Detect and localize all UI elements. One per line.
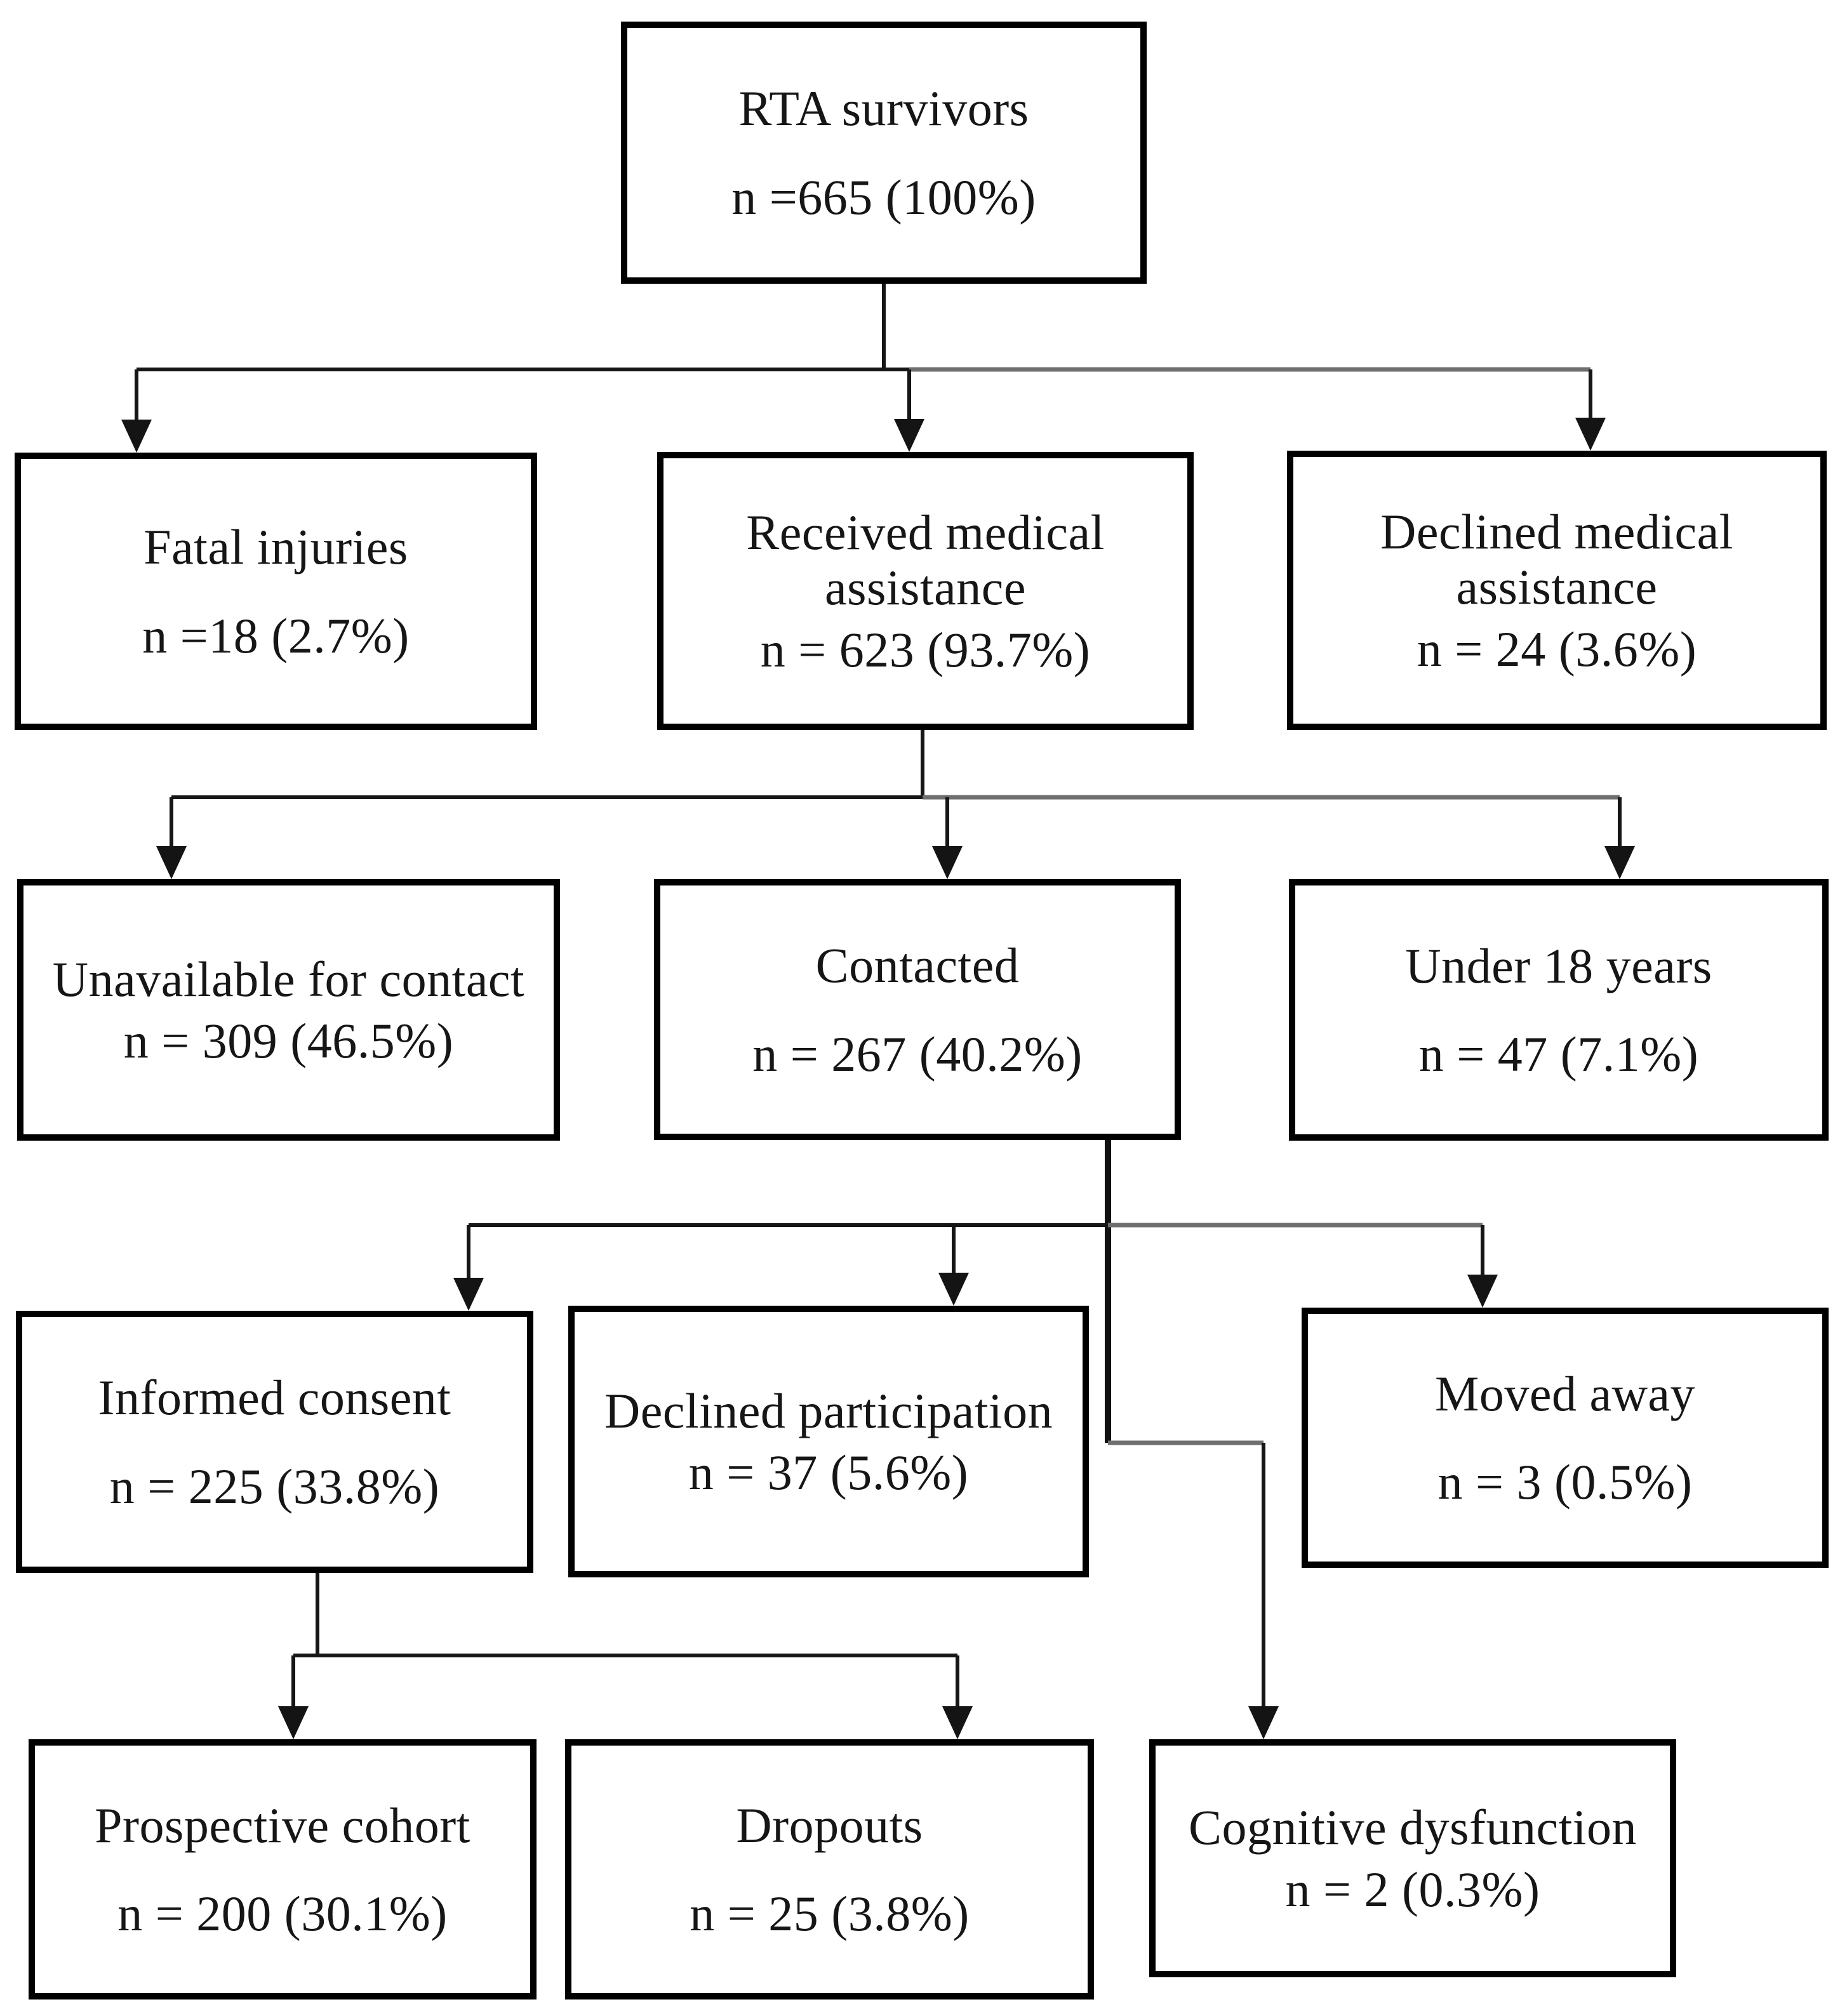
arrowhead: [942, 1706, 973, 1739]
node-moved-away: Moved away n = 3 (0.5%): [1302, 1308, 1829, 1568]
arrowhead: [932, 846, 963, 879]
node-count: n = 24 (3.6%): [1417, 621, 1697, 677]
node-declined-participation: Declined participation n = 37 (5.6%): [568, 1306, 1089, 1577]
node-cognitive-dysfunction: Cognitive dysfunction n = 2 (0.3%): [1149, 1739, 1676, 1977]
node-count: n =18 (2.7%): [142, 607, 410, 663]
node-label: Moved away: [1434, 1365, 1696, 1421]
node-label: Cognitive dysfunction: [1189, 1800, 1637, 1855]
edge-rta-children: [121, 284, 1606, 453]
node-rta-survivors: RTA survivors n =665 (100%): [621, 22, 1147, 284]
node-label: Contacted: [815, 938, 1020, 993]
arrowhead: [1467, 1275, 1498, 1308]
node-count: n = 37 (5.6%): [688, 1445, 969, 1500]
arrowhead: [1575, 418, 1606, 451]
node-count: n = 47 (7.1%): [1418, 1026, 1699, 1082]
node-label: Dropouts: [736, 1797, 923, 1853]
node-label: Informed consent: [98, 1370, 451, 1426]
node-received-medical-assistance: Received medical assistance n = 623 (93.…: [657, 452, 1194, 730]
arrowhead: [453, 1278, 484, 1311]
node-fatal-injuries: Fatal injuries n =18 (2.7%): [15, 453, 537, 730]
node-count: n = 2 (0.3%): [1285, 1861, 1540, 1917]
node-informed-consent: Informed consent n = 225 (33.8%): [16, 1311, 533, 1573]
node-count: n = 200 (30.1%): [117, 1886, 448, 1941]
node-under-18-years: Under 18 years n = 47 (7.1%): [1289, 879, 1829, 1141]
node-unavailable-for-contact: Unavailable for contact n = 309 (46.5%): [17, 879, 560, 1141]
node-label: Unavailable for contact: [52, 951, 525, 1007]
node-label: Under 18 years: [1405, 938, 1712, 993]
node-count: n = 25 (3.8%): [690, 1886, 970, 1941]
arrowhead: [1604, 846, 1635, 879]
node-label: Declined medical assistance: [1380, 503, 1733, 615]
node-count: n = 225 (33.8%): [109, 1458, 440, 1514]
arrowhead: [121, 420, 152, 453]
node-label: Declined participation: [604, 1383, 1053, 1438]
node-count: n =665 (100%): [731, 169, 1036, 225]
node-dropouts: Dropouts n = 25 (3.8%): [565, 1739, 1094, 1999]
edge-received-children: [156, 730, 1635, 879]
arrowhead: [156, 846, 187, 879]
node-declined-medical-assistance: Declined medical assistance n = 24 (3.6%…: [1287, 451, 1827, 730]
node-count: n = 267 (40.2%): [752, 1026, 1083, 1082]
edge-informed-children: [278, 1573, 973, 1739]
edge-contacted-children: [453, 1140, 1498, 1739]
node-count: n = 309 (46.5%): [123, 1013, 454, 1068]
arrowhead: [938, 1273, 969, 1306]
node-count: n = 3 (0.5%): [1437, 1454, 1693, 1509]
node-label: Received medical assistance: [746, 504, 1105, 616]
arrowhead: [278, 1706, 309, 1739]
node-count: n = 623 (93.7%): [760, 621, 1091, 677]
node-label: Fatal injuries: [143, 519, 408, 575]
node-contacted: Contacted n = 267 (40.2%): [654, 879, 1181, 1140]
arrowhead: [894, 419, 924, 452]
arrowhead: [1248, 1706, 1279, 1739]
node-prospective-cohort: Prospective cohort n = 200 (30.1%): [29, 1739, 537, 1999]
node-label: RTA survivors: [738, 81, 1029, 136]
node-label: Prospective cohort: [95, 1797, 470, 1853]
